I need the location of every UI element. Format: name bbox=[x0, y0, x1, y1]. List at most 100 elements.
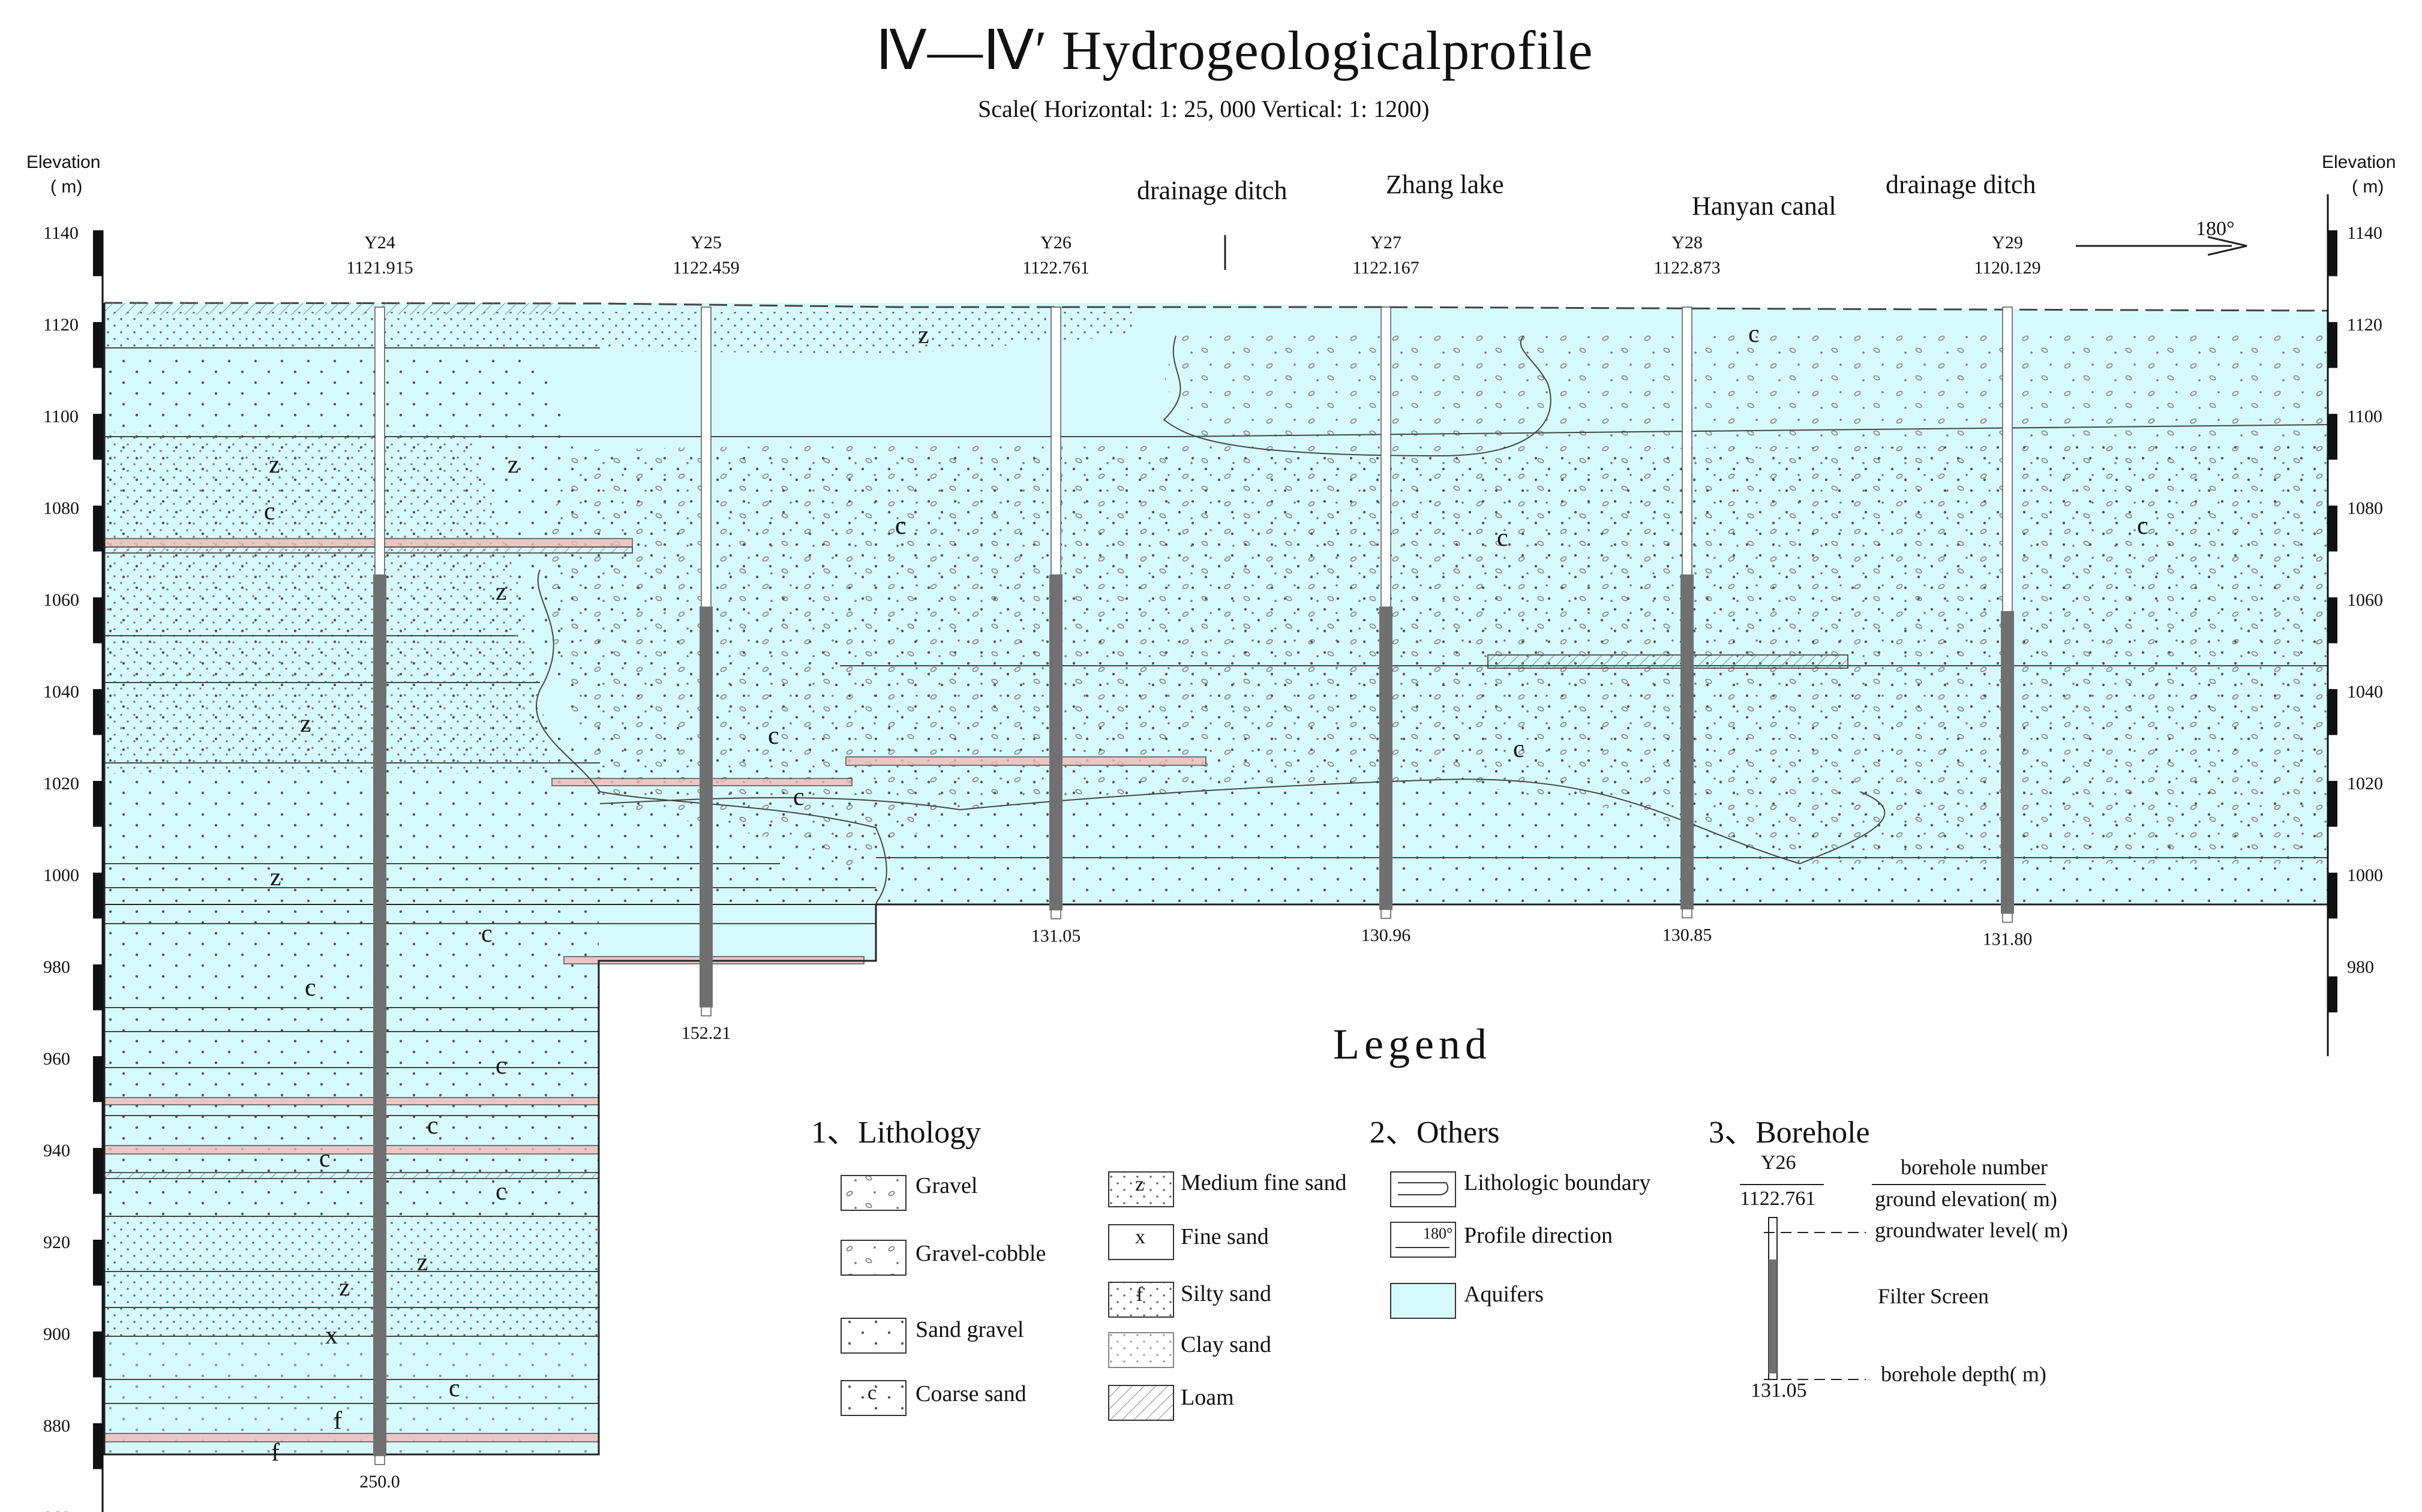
legend-sand-gravel: Sand gravel bbox=[916, 1317, 1024, 1342]
layer-code-label: f bbox=[271, 1439, 280, 1466]
borehole-depth: 130.96 bbox=[1361, 925, 1411, 945]
zone-coarse-sand-mid bbox=[540, 444, 2328, 904]
legend-groundwater-level: groundwater level( m) bbox=[1875, 1218, 2068, 1242]
right-axis-tick-label: 1100 bbox=[2347, 407, 2382, 426]
left-axis-tick-label: 900 bbox=[43, 1324, 70, 1344]
layer-code-label: c bbox=[496, 1178, 507, 1206]
layer-code-label: c bbox=[496, 1052, 507, 1080]
left-axis-label-2: ( m) bbox=[50, 177, 83, 197]
left-axis-label-1: Elevation bbox=[26, 152, 101, 172]
left-axis-bar bbox=[93, 1148, 103, 1194]
layer-code-label: c bbox=[768, 722, 779, 750]
borehole-filter-screen bbox=[1379, 606, 1392, 910]
right-axis-bar bbox=[2328, 322, 2337, 368]
legend-profile-direction: Profile direction bbox=[1464, 1223, 1613, 1248]
legend-borehole-elevation: 1122.761 bbox=[1740, 1188, 1816, 1210]
right-axis-bar bbox=[2328, 781, 2337, 827]
legend-title: Legend bbox=[1333, 1020, 1491, 1068]
layer-code-label: z bbox=[417, 1249, 428, 1276]
page-title: Ⅳ—Ⅳ′ Hydrogeologicalprofile bbox=[876, 20, 1593, 81]
feature-hanyan-canal: Hanyan canal bbox=[1692, 191, 1836, 221]
layer-code-label: z bbox=[496, 578, 507, 606]
borehole-elevation: 1122.761 bbox=[1022, 258, 1089, 278]
legend-section-lithology: 1、Lithology bbox=[811, 1116, 982, 1150]
legend-silty-sand-symbol: f bbox=[1136, 1283, 1144, 1306]
left-axis-tick-label: 1120 bbox=[43, 315, 79, 335]
borehole-filter-screen bbox=[2001, 611, 2014, 914]
scale-note: Scale( Horizontal: 1: 25, 000 Vertical: … bbox=[978, 95, 1430, 122]
legend-borehole-sample bbox=[1740, 1184, 2046, 1380]
right-axis-tick-label: 1140 bbox=[2347, 223, 2382, 243]
layer-code-label: x bbox=[325, 1322, 338, 1349]
right-axis-bar bbox=[2328, 414, 2337, 460]
legend-coarse-sand-symbol: c bbox=[868, 1382, 877, 1404]
left-axis-bar bbox=[93, 1331, 103, 1378]
borehole-elevation: 1122.167 bbox=[1352, 258, 1419, 278]
right-axis-bar bbox=[2328, 976, 2337, 1012]
right-axis-tick-label: 1000 bbox=[2347, 865, 2383, 885]
layer-code-label: z bbox=[269, 451, 280, 479]
left-axis-tick-label: 860 bbox=[43, 1508, 70, 1512]
borehole-filter-screen bbox=[700, 606, 713, 1008]
legend-fine-sand-symbol: x bbox=[1135, 1226, 1145, 1248]
left-axis-tick-label: 1020 bbox=[43, 774, 79, 793]
borehole-elevation: 1120.129 bbox=[1974, 258, 2040, 278]
layer-code-label: z bbox=[300, 710, 311, 738]
layer-code-label: z bbox=[339, 1274, 350, 1301]
layer-code-label: z bbox=[270, 864, 281, 891]
borehole-elevation: 1122.873 bbox=[1653, 258, 1720, 278]
profile-direction-arrow bbox=[2076, 236, 2247, 256]
legend-silty-sand: Silty sand bbox=[1181, 1281, 1271, 1306]
layer-code-label: c bbox=[895, 512, 907, 540]
right-axis-tick-label: 1120 bbox=[2347, 315, 2382, 335]
left-axis-tick-label: 1040 bbox=[43, 682, 79, 702]
left-axis-bar bbox=[93, 1056, 103, 1102]
zone-coarse-sand-deep bbox=[104, 904, 599, 1216]
borehole-depth: 152.21 bbox=[682, 1023, 731, 1043]
borehole-depth: 130.85 bbox=[1662, 925, 1712, 945]
layer-code-label: c bbox=[305, 974, 316, 1002]
legend-fine-sand: Fine sand bbox=[1181, 1224, 1269, 1249]
borehole-id: Y24 bbox=[364, 233, 395, 252]
left-axis-bar bbox=[93, 964, 103, 1011]
layer-code-label: c bbox=[449, 1375, 460, 1402]
legend-medium-fine-sand: Medium fine sand bbox=[1181, 1170, 1347, 1195]
left-axis-bar bbox=[93, 230, 103, 276]
borehole-depth: 131.05 bbox=[1031, 926, 1081, 946]
borehole-depth: 250.0 bbox=[359, 1472, 400, 1492]
layer-code-label: c bbox=[1513, 735, 1524, 763]
legend-lithology-swatches bbox=[841, 1171, 1174, 1421]
legend-aquifers: Aquifers bbox=[1464, 1282, 1544, 1307]
left-axis-tick-label: 1080 bbox=[43, 498, 79, 518]
legend-clay-sand: Clay sand bbox=[1181, 1332, 1271, 1357]
right-axis-tick-label: 980 bbox=[2347, 957, 2374, 977]
right-axis-tick-label: 1060 bbox=[2347, 590, 2383, 610]
left-axis-bar bbox=[93, 1240, 103, 1286]
right-axis-tick-label: 1080 bbox=[2347, 498, 2383, 518]
borehole-elevation: 1121.915 bbox=[346, 258, 413, 278]
left-axis-bar bbox=[93, 414, 103, 460]
layer-code-label: c bbox=[1748, 320, 1760, 348]
legend-borehole-depth: borehole depth( m) bbox=[1881, 1362, 2046, 1386]
left-axis-tick-label: 940 bbox=[43, 1141, 70, 1161]
legend-borehole-id: Y26 bbox=[1761, 1152, 1796, 1174]
left-axis-tick-label: 1100 bbox=[43, 407, 79, 426]
legend-section-borehole: 3、Borehole bbox=[1709, 1116, 1870, 1150]
left-axis-bar bbox=[93, 781, 103, 827]
legend-filter-screen: Filter Screen bbox=[1878, 1284, 1989, 1308]
left-axis-bar bbox=[93, 689, 103, 735]
feature-drainage-ditch-1: drainage ditch bbox=[1137, 176, 1287, 205]
left-axis-bar bbox=[93, 506, 103, 552]
borehole-id: Y27 bbox=[1370, 233, 1401, 252]
layer-code-label: c bbox=[319, 1145, 331, 1173]
left-axis-bar bbox=[93, 597, 103, 644]
left-axis-tick-label: 920 bbox=[43, 1233, 70, 1252]
legend-others-swatches bbox=[1390, 1171, 1456, 1319]
right-axis-bar bbox=[2328, 597, 2337, 644]
right-axis-bar bbox=[2328, 689, 2337, 735]
layer-code-label: z bbox=[918, 321, 929, 349]
borehole-filter-screen bbox=[1680, 574, 1694, 910]
right-axis-bar bbox=[2328, 230, 2337, 276]
loam-cap bbox=[104, 303, 560, 315]
